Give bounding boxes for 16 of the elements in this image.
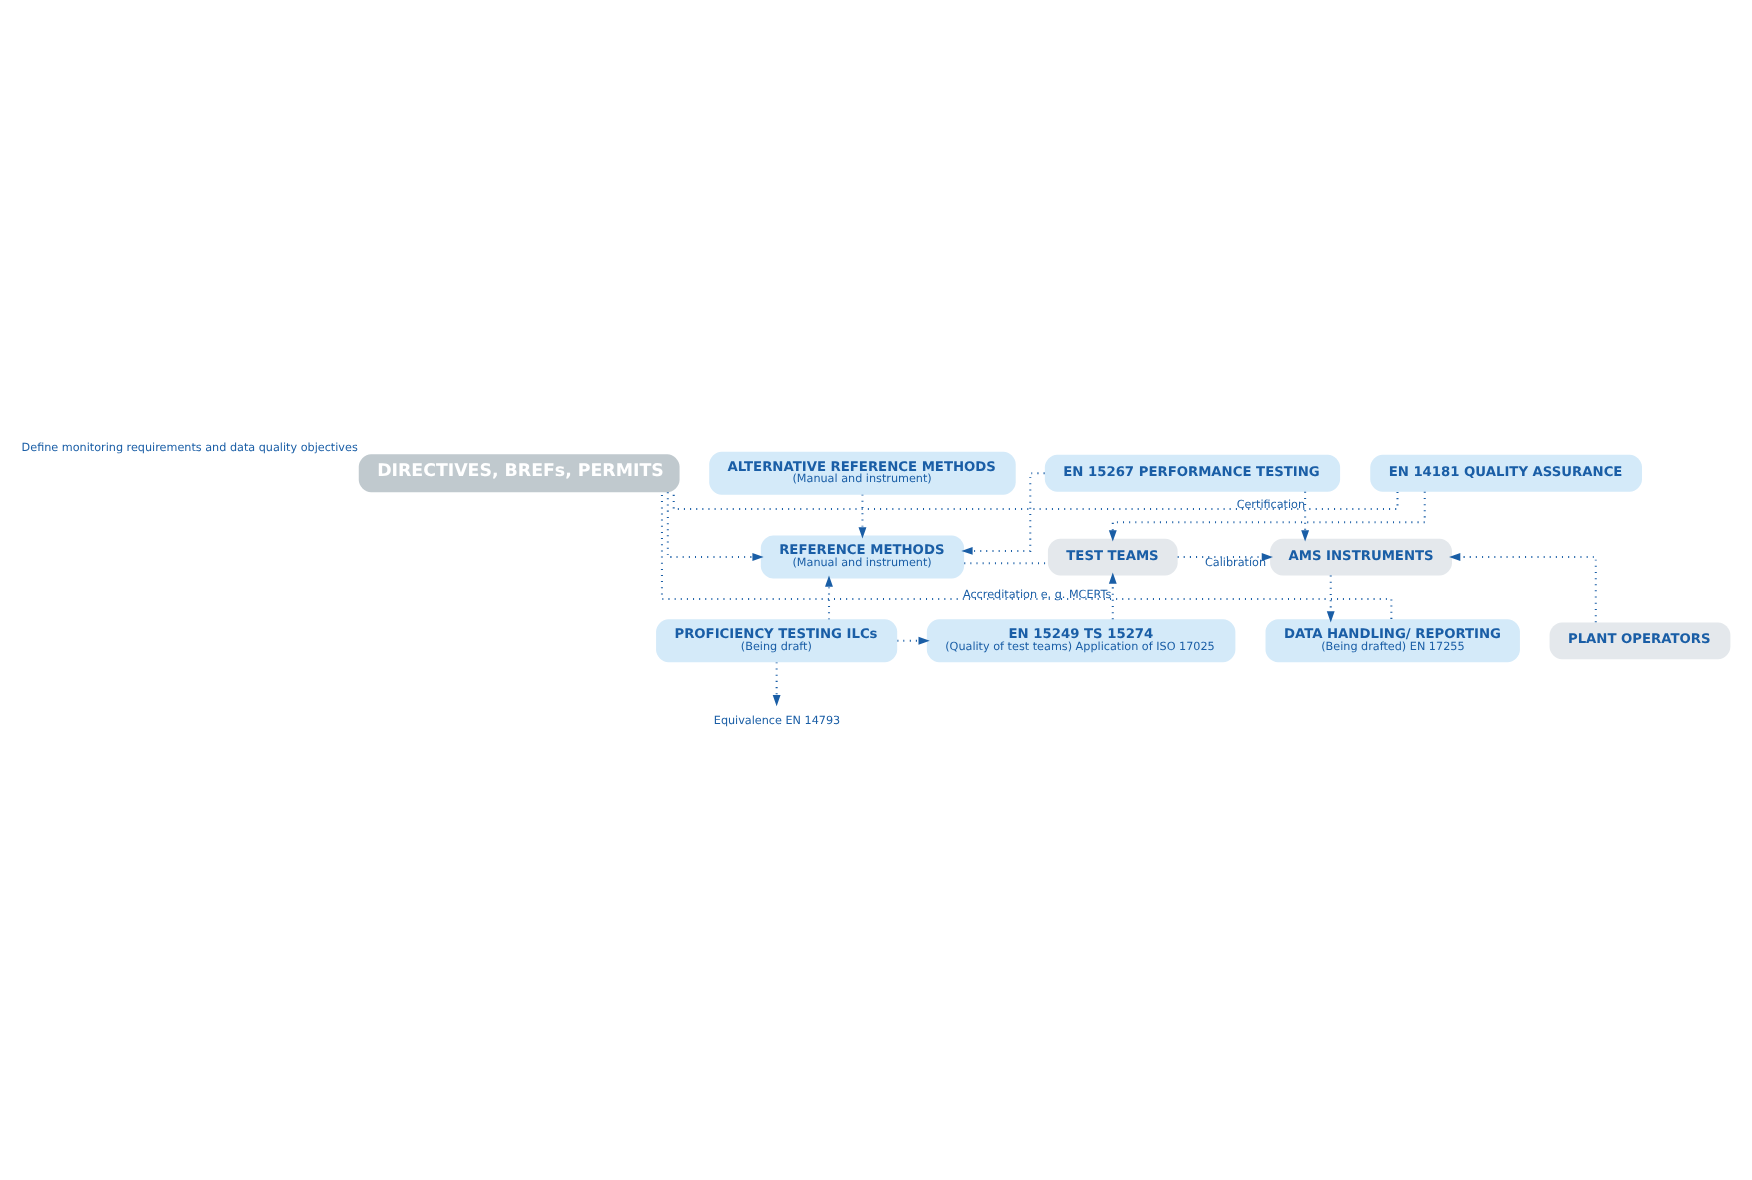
arrow xyxy=(858,493,867,538)
arrow xyxy=(772,661,781,706)
connector xyxy=(672,490,1399,510)
arrow xyxy=(1177,552,1273,560)
arrow xyxy=(1301,490,1310,541)
connector xyxy=(964,561,1048,564)
arrow xyxy=(961,471,1045,554)
node-box: DIRECTIVES, BREFs, PERMITS xyxy=(358,453,680,492)
arrow xyxy=(1449,552,1597,622)
arrow xyxy=(1108,490,1426,541)
arrow xyxy=(897,635,930,644)
arrow xyxy=(1108,571,1117,619)
arrow xyxy=(825,574,833,619)
arrow xyxy=(1326,574,1335,622)
connector xyxy=(660,491,1393,618)
arrow xyxy=(666,491,764,560)
